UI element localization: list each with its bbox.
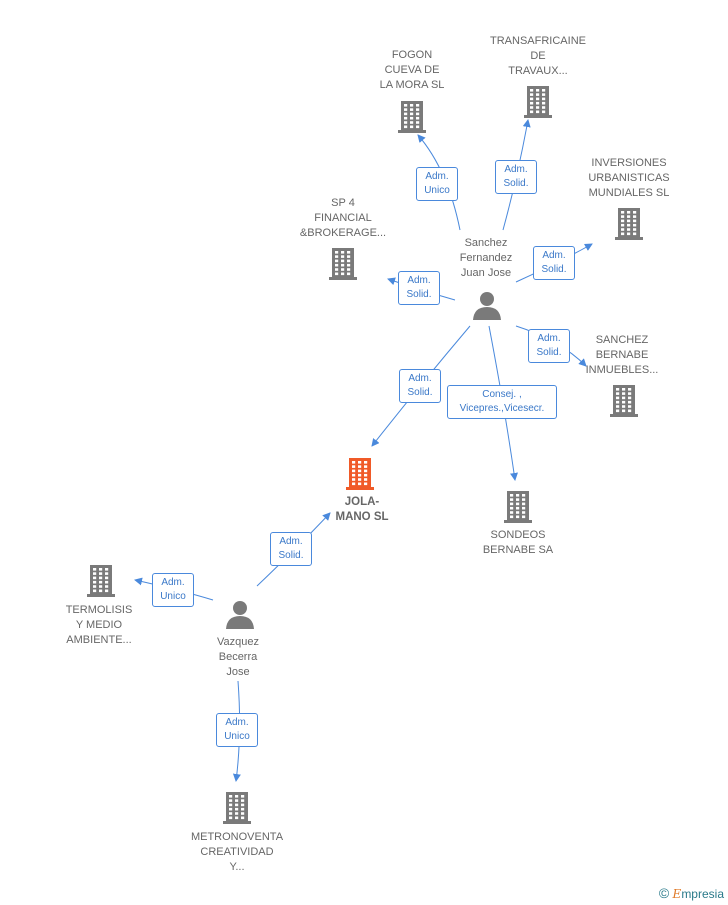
person-node-sanchez-fernandez[interactable]: [472, 290, 502, 325]
company-icon[interactable]: [345, 456, 375, 495]
person-icon: [473, 292, 501, 320]
company-icon[interactable]: [222, 790, 252, 829]
company-icon[interactable]: [614, 206, 644, 245]
role-badge[interactable]: Adm. Unico: [216, 713, 258, 747]
building-icon: [615, 208, 643, 240]
company-icon[interactable]: [328, 246, 358, 285]
building-icon: [346, 458, 374, 490]
company-name[interactable]: JOLA- MANO SL: [335, 496, 389, 523]
company-name[interactable]: SONDEOS BERNABE SA: [482, 529, 554, 556]
building-icon: [504, 491, 532, 523]
company-name[interactable]: FOGON CUEVA DE LA MORA SL: [379, 49, 445, 91]
empresia-logo: © Empresia: [658, 885, 724, 901]
building-icon: [398, 101, 426, 133]
role-badge[interactable]: Adm. Unico: [152, 573, 194, 607]
company-icon[interactable]: [397, 99, 427, 138]
company-name[interactable]: TERMOLISIS Y MEDIO AMBIENTE...: [65, 604, 133, 646]
role-badge[interactable]: Adm. Solid.: [270, 532, 312, 566]
company-name[interactable]: SP 4 FINANCIAL &BROKERAGE...: [299, 197, 387, 239]
person-name[interactable]: Vazquez Becerra Jose: [217, 636, 259, 678]
role-badge[interactable]: Adm. Solid.: [399, 369, 441, 403]
role-badge[interactable]: Adm. Solid.: [398, 271, 440, 305]
person-icon: [226, 601, 254, 629]
company-name[interactable]: SANCHEZ BERNABE INMUEBLES...: [585, 334, 659, 376]
building-icon: [87, 565, 115, 597]
role-badge[interactable]: Adm. Unico: [416, 167, 458, 201]
person-node-vazquez-becerra[interactable]: [225, 599, 255, 634]
company-icon[interactable]: [503, 489, 533, 528]
company-icon[interactable]: [609, 383, 639, 422]
building-icon: [329, 248, 357, 280]
role-badge[interactable]: Adm. Solid.: [495, 160, 537, 194]
company-name[interactable]: TRANSAFRICAINE DE TRAVAUX...: [490, 35, 586, 77]
building-icon: [610, 385, 638, 417]
building-icon: [223, 792, 251, 824]
person-name[interactable]: Sanchez Fernandez Juan Jose: [459, 237, 513, 279]
company-name[interactable]: METRONOVENTA CREATIVIDAD Y...: [190, 831, 284, 873]
company-name[interactable]: INVERSIONES URBANISTICAS MUNDIALES SL: [588, 157, 670, 199]
role-badge[interactable]: Adm. Solid.: [528, 329, 570, 363]
role-badge[interactable]: Consej. , Vicepres.,Vicesecr.: [447, 385, 557, 419]
role-badge[interactable]: Adm. Solid.: [533, 246, 575, 280]
company-icon[interactable]: [86, 563, 116, 602]
company-icon[interactable]: [523, 84, 553, 123]
building-icon: [524, 86, 552, 118]
